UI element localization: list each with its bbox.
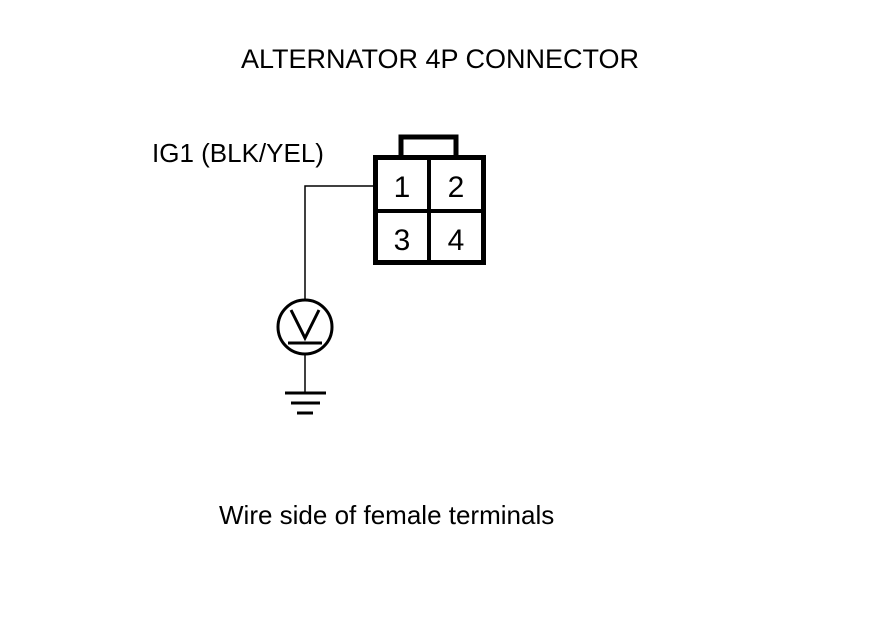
terminal-3: 3 — [394, 224, 411, 257]
connector-body — [373, 155, 486, 265]
connector-lock-tab — [398, 134, 459, 158]
diagram-caption: Wire side of female terminals — [219, 500, 555, 530]
terminal-4: 4 — [448, 224, 465, 257]
wire-label: IG1 (BLK/YEL) — [152, 138, 324, 168]
probe-wire — [304, 185, 378, 299]
ground-icon — [285, 391, 326, 415]
terminal-2: 2 — [448, 171, 465, 204]
voltmeter-icon — [276, 298, 334, 356]
terminal-1: 1 — [394, 171, 411, 204]
diagram-title: ALTERNATOR 4P CONNECTOR — [240, 44, 640, 74]
